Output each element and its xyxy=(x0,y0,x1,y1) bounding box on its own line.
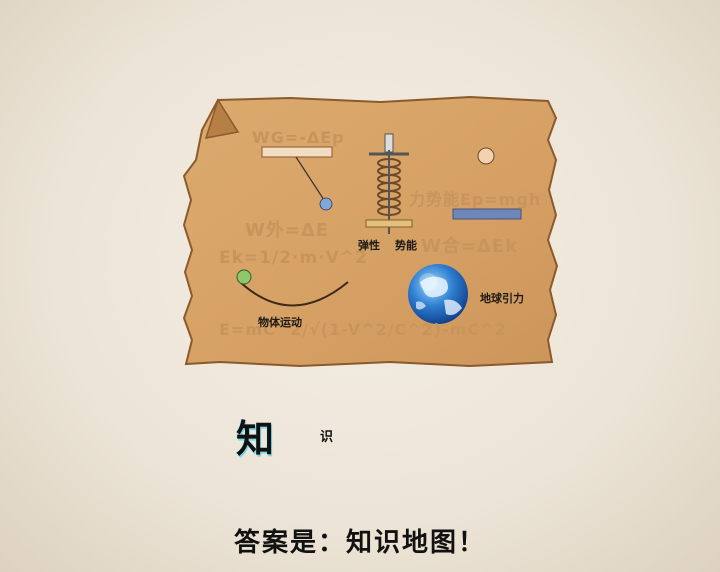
formula-wout: W外=ΔE xyxy=(245,220,330,241)
motion-curve xyxy=(237,279,349,307)
formula-wsum: W合=ΔEk xyxy=(421,236,519,257)
spring-icon xyxy=(365,133,413,234)
formula-ep: 力势能Ep=mgh xyxy=(409,190,542,209)
pendulum-ball xyxy=(319,197,333,211)
title-char-shi: 识 xyxy=(320,430,334,445)
formula-emc: E=mC^2/√(1-V^2/C^2)-mC^2 xyxy=(219,320,507,339)
ball-icon xyxy=(477,147,495,165)
paper-fold xyxy=(204,98,240,139)
earth-icon xyxy=(408,264,468,324)
label-spring-right: 势能 xyxy=(395,239,417,252)
bar-top xyxy=(261,146,333,158)
blue-bar xyxy=(452,208,522,220)
motion-ball xyxy=(236,269,252,285)
pendulum-string xyxy=(295,156,327,204)
answer-caption: 答案是：知识地图！ xyxy=(233,528,486,558)
label-object-motion: 物体运动 xyxy=(258,316,302,329)
label-gravity: 地球引力 xyxy=(480,292,524,305)
label-spring-left: 弹性 xyxy=(358,239,380,252)
formula-ek: Ek=1/2·m·V^2 xyxy=(219,248,368,268)
title-char-zhi: 知 xyxy=(236,417,275,461)
formula-wg: WG=-ΔEp xyxy=(252,128,345,147)
